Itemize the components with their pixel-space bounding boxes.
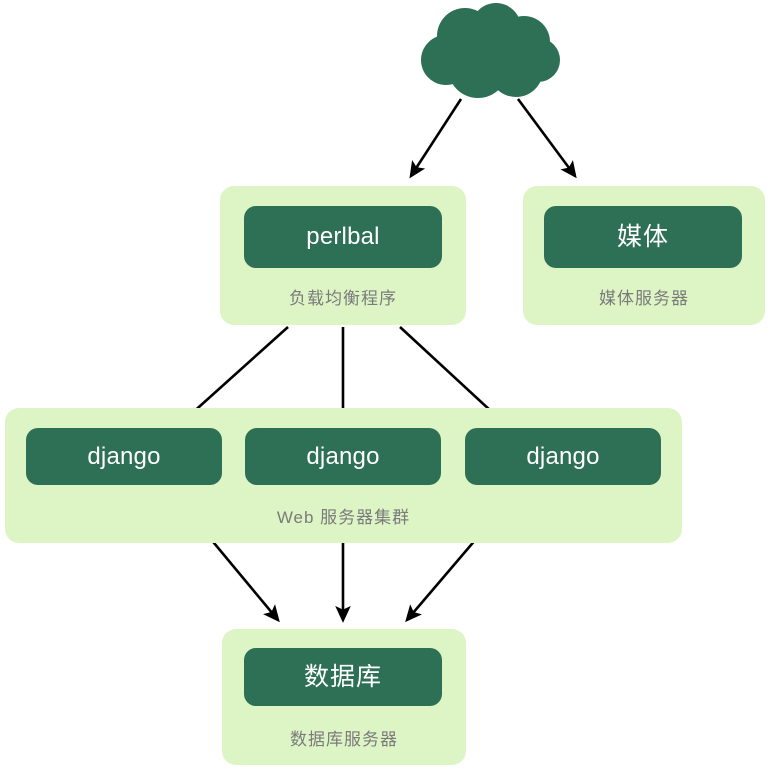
group-media-server-caption: 媒体服务器 [599,289,689,308]
group-load-balancer-caption: 负载均衡程序 [289,289,397,308]
cloud-icon [421,3,560,98]
node-perlbal[interactable]: perlbal [244,206,442,268]
node-django-1[interactable]: django [26,428,222,485]
node-perlbal-label: perlbal [306,223,380,250]
node-database-label: 数据库 [303,662,382,691]
group-web-cluster-caption: Web 服务器集群 [276,508,411,527]
node-django-1-label: django [87,442,161,470]
node-database[interactable]: 数据库 [244,648,442,706]
node-media[interactable]: 媒体 [544,206,742,268]
node-media-label: 媒体 [616,222,669,251]
node-django-3[interactable]: django [465,428,661,485]
node-django-2[interactable]: django [245,428,441,485]
node-django-2-label: django [306,442,380,470]
node-django-3-label: django [526,442,600,470]
internet-cloud [418,2,563,112]
group-database-server-caption: 数据库服务器 [290,730,398,749]
